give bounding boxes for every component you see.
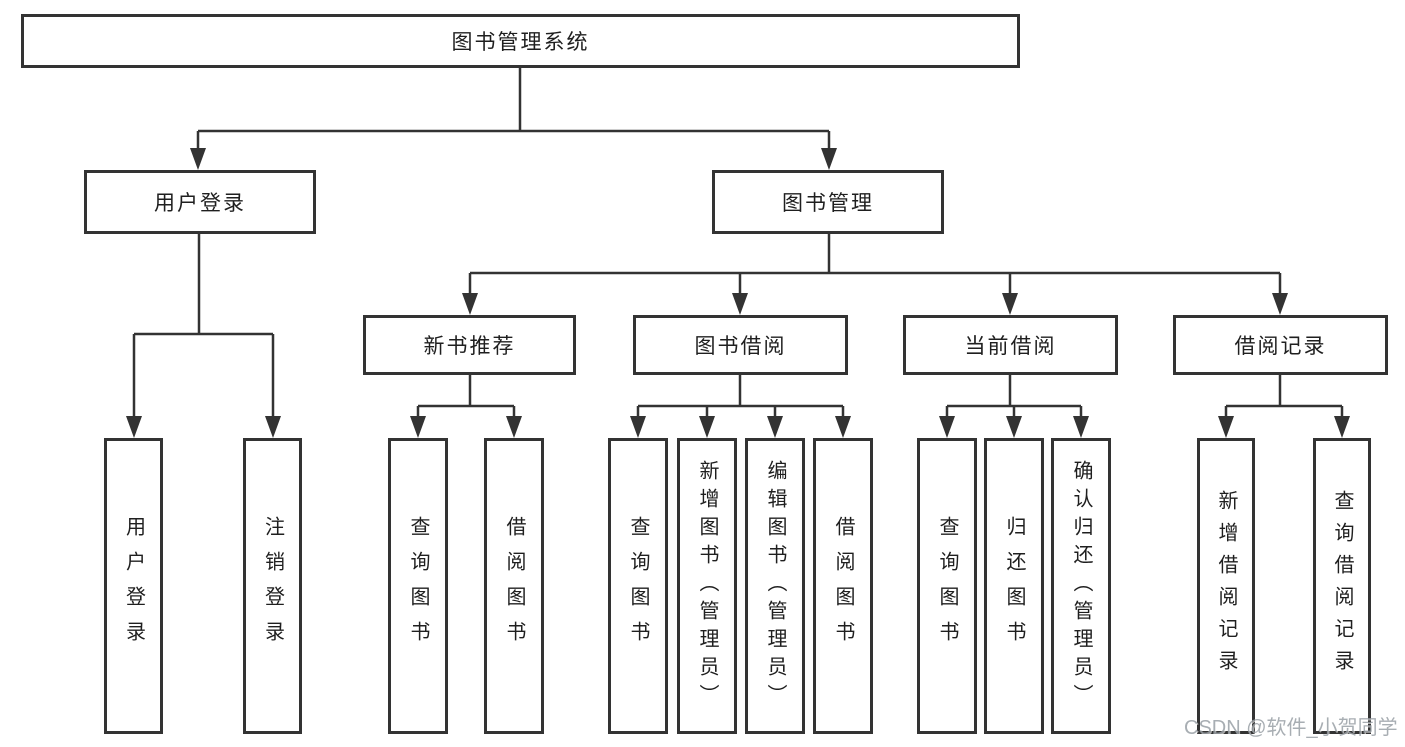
watermark: CSDN @软件_小贺同学 [1184,717,1398,739]
node-label: 用户登录 [122,516,145,656]
node-new-book-recommend: 新书推荐 [363,315,576,375]
node-label: 借阅图书 [503,516,525,656]
node-label: 图书借阅 [694,335,787,358]
node-label: 借阅图书 [832,516,854,656]
leaf-bb-borrow-book: 借阅图书 [813,438,873,734]
node-label: 图书管理系统 [451,31,590,54]
leaf-br-query-record: 查询借阅记录 [1313,438,1371,734]
leaf-user-login: 用户登录 [104,438,163,734]
node-label: 查询借阅记录 [1331,490,1353,682]
node-label: 新增借阅记录 [1215,490,1237,682]
node-label: 当前借阅 [964,335,1057,358]
node-book-management: 图书管理 [712,170,944,234]
arrowheads [126,148,1350,438]
leaf-br-add-record: 新增借阅记录 [1197,438,1255,734]
leaf-cb-return-book: 归还图书 [984,438,1044,734]
node-label: 查询图书 [627,516,649,656]
leaf-cb-query-book: 查询图书 [917,438,977,734]
leaf-nb-borrow-book: 借阅图书 [484,438,544,734]
node-label: 注销登录 [261,516,284,656]
tree-edges [132,68,1344,420]
node-borrow-record: 借阅记录 [1173,315,1388,375]
node-label: 查询图书 [936,516,958,656]
leaf-bb-query-book: 查询图书 [608,438,668,734]
node-label: 确认归还（管理员） [1070,460,1092,712]
node-label: 查询图书 [407,516,429,656]
node-label: 图书管理 [782,192,874,215]
node-label: 归还图书 [1003,516,1025,656]
node-root: 图书管理系统 [21,14,1020,68]
node-current-borrow: 当前借阅 [903,315,1118,375]
node-label: 用户登录 [154,192,246,215]
leaf-bb-edit-book-admin: 编辑图书（管理员） [745,438,805,734]
node-label: 编辑图书（管理员） [764,460,786,712]
leaf-cb-confirm-return-admin: 确认归还（管理员） [1051,438,1111,734]
node-user-login: 用户登录 [84,170,316,234]
node-label: 借阅记录 [1234,335,1327,358]
node-book-borrow: 图书借阅 [633,315,848,375]
leaf-bb-add-book-admin: 新增图书（管理员） [677,438,737,734]
leaf-nb-query-book: 查询图书 [388,438,448,734]
node-label: 新书推荐 [423,335,516,358]
leaf-logout: 注销登录 [243,438,302,734]
node-label: 新增图书（管理员） [696,460,718,712]
